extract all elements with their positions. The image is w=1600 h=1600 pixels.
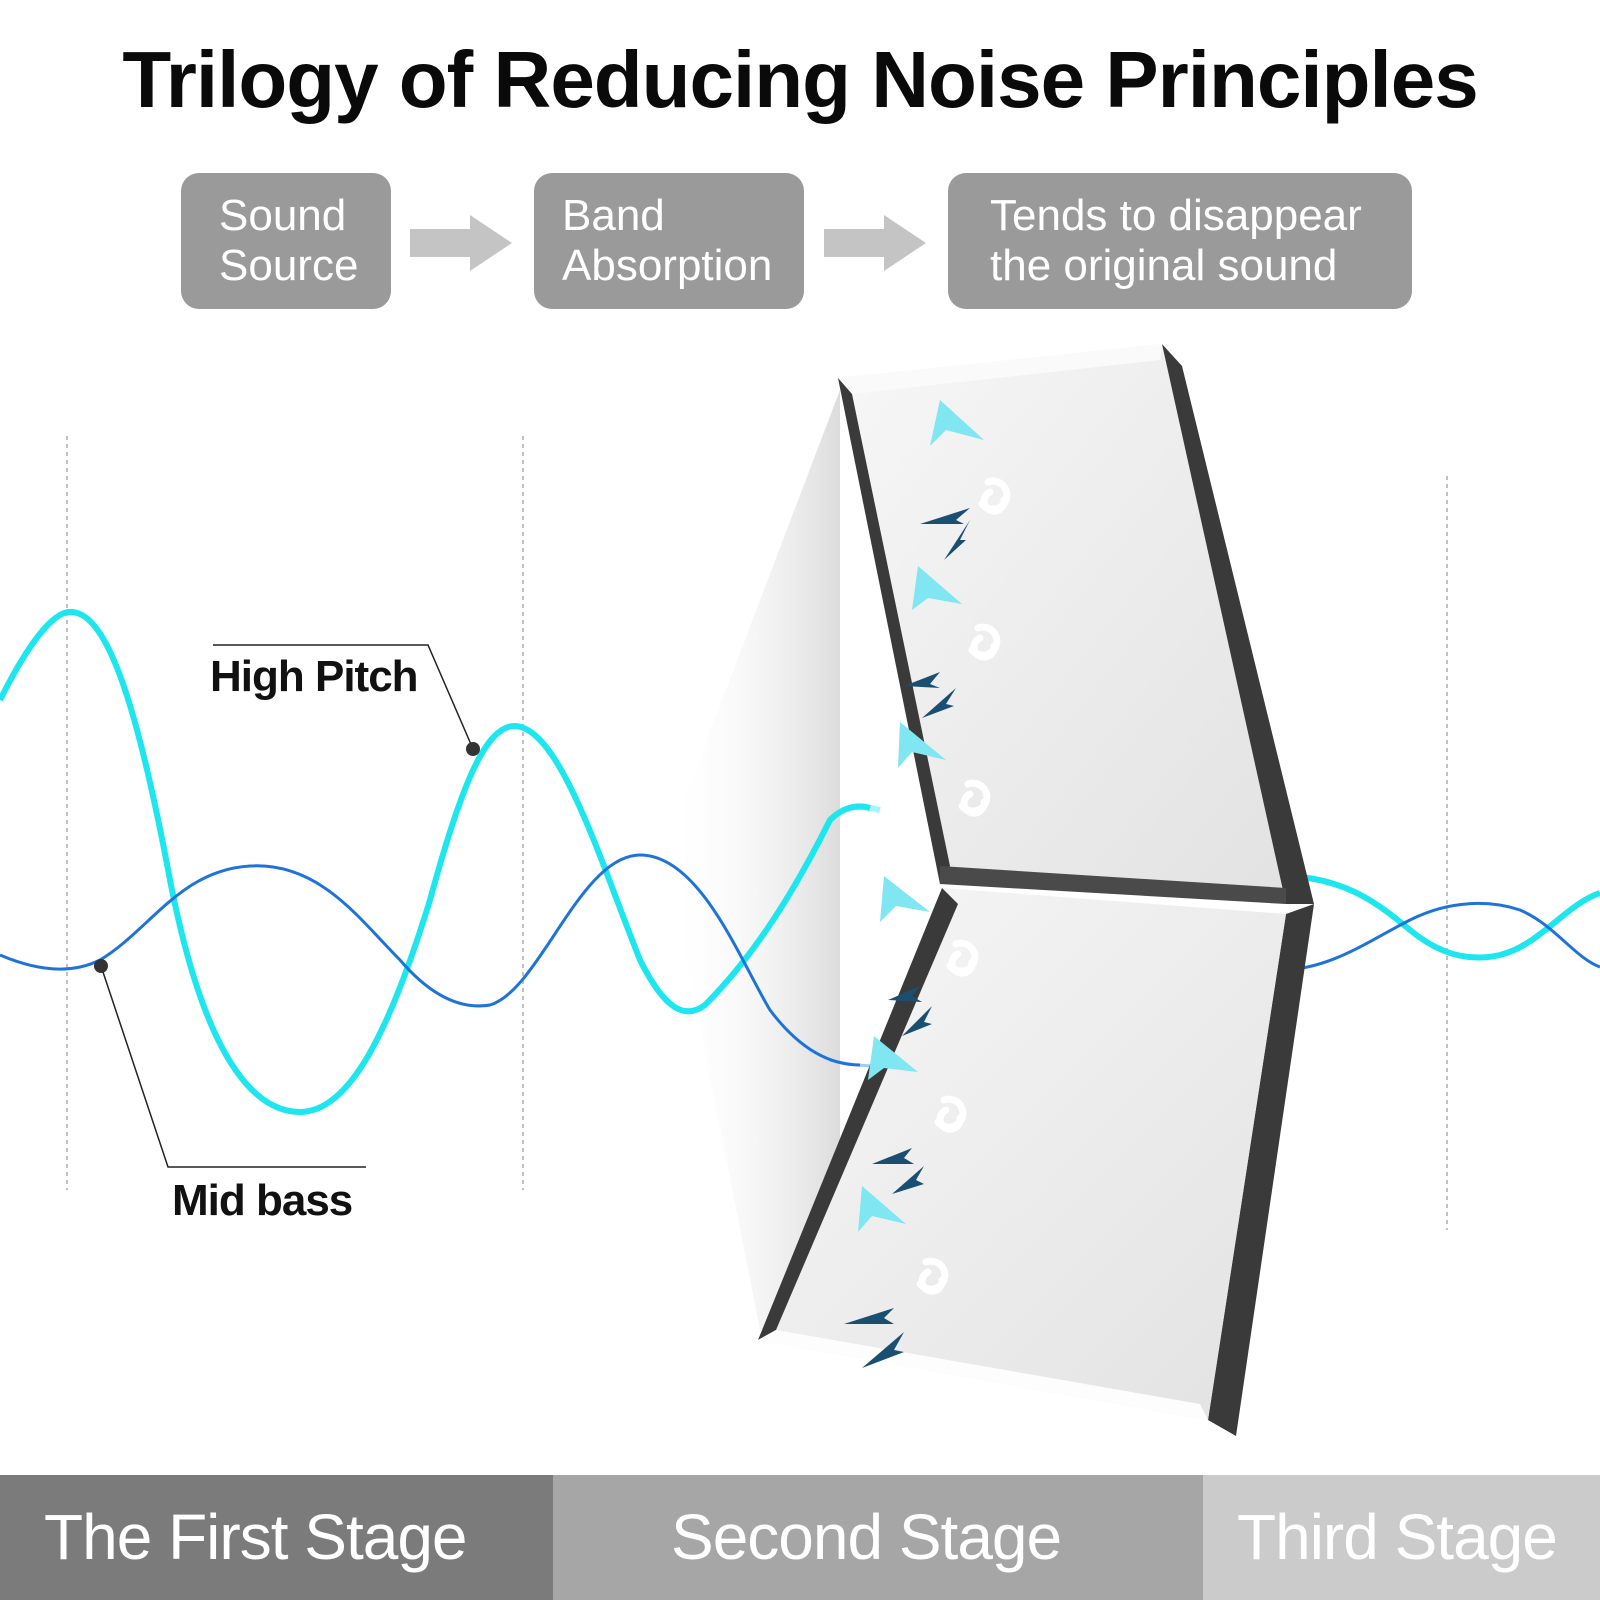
arrow-icon: [862, 1332, 904, 1368]
flow-step-sound-source: Sound Source: [181, 173, 391, 309]
flow-step-disappear-line1: Tends to disappear: [990, 191, 1362, 240]
arrow-icon: [920, 508, 970, 524]
mid-bass-wave: [0, 853, 861, 1067]
arrow-icon: [872, 1148, 914, 1164]
dissipation-swirls: [916, 477, 1011, 1295]
high-pitch-leader-line: [213, 644, 474, 750]
stage-third: Third Stage: [1203, 1475, 1600, 1600]
swirl-icon: [958, 779, 991, 817]
flow-step-disappear-line2: the original sound: [990, 241, 1338, 290]
arrow-icon: [944, 520, 970, 560]
flow-step-band-absorption-line1: Band: [562, 191, 665, 240]
arrow-icon: [898, 722, 946, 768]
flow-step-sound-source-line1: Sound: [219, 191, 347, 240]
arrow-icon: [922, 688, 956, 718]
flow-step-sound-source-line2: Source: [219, 241, 359, 290]
flow-step-band-absorption: Band Absorption: [534, 173, 804, 309]
swirl-icon: [916, 1257, 949, 1295]
absorption-arrows: [844, 400, 984, 1368]
page-title: Trilogy of Reducing Noise Principles: [122, 35, 1478, 124]
arrow-icon: [868, 1036, 918, 1080]
stage-second: Second Stage: [553, 1475, 1203, 1600]
swirl-icon: [946, 939, 979, 977]
flow-arrow-icon: [824, 215, 926, 271]
arrow-icon: [858, 1186, 906, 1232]
mid-bass-label: Mid bass: [172, 1176, 353, 1225]
acoustic-panel-upper: [838, 344, 1314, 904]
high-pitch-wave-residual: [1299, 874, 1600, 961]
arrow-icon: [888, 986, 922, 1002]
arrow-icon: [930, 400, 984, 446]
arrow-icon: [844, 1308, 894, 1324]
high-pitch-wave-fade: [827, 804, 881, 823]
flow-arrow-icon: [410, 215, 512, 271]
arrow-icon: [880, 876, 930, 922]
mid-bass-wave-residual: [1279, 902, 1600, 972]
panel-shadow: [665, 390, 840, 1330]
stage-first: The First Stage: [0, 1475, 553, 1600]
mid-bass-marker: [94, 959, 108, 973]
arrow-icon: [904, 672, 940, 688]
flow-step-band-absorption-line2: Absorption: [562, 241, 773, 290]
high-pitch-marker: [466, 742, 480, 756]
flow-step-disappear: Tends to disappear the original sound: [948, 173, 1412, 309]
mid-bass-leader-line: [100, 965, 366, 1168]
swirl-icon: [978, 477, 1011, 515]
swirl-icon: [934, 1095, 967, 1133]
arrow-icon: [912, 566, 962, 610]
arrow-icon: [892, 1166, 924, 1194]
swirl-icon: [968, 623, 1001, 661]
arrow-icon: [902, 1006, 932, 1036]
acoustic-panel-lower: [758, 888, 1314, 1436]
high-pitch-wave: [0, 608, 871, 1116]
noise-diagram: [0, 344, 1600, 1436]
high-pitch-label: High Pitch: [210, 652, 419, 701]
